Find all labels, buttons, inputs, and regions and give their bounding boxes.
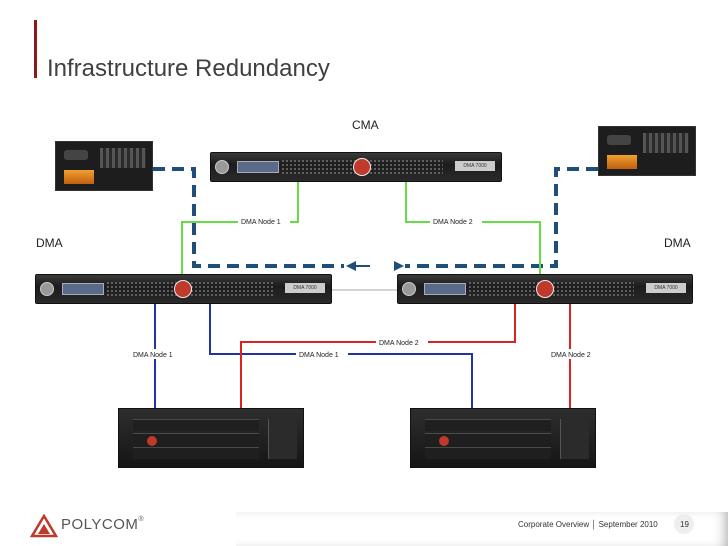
dashed-link-left	[153, 167, 344, 268]
dashed-link-right	[405, 167, 598, 268]
green-link-right	[405, 180, 541, 275]
mcu-left	[118, 408, 304, 468]
page-number: 19	[680, 520, 689, 529]
edge-label-green-left: DMA Node 1	[241, 219, 281, 226]
dma-server-right: DMA 7000	[397, 274, 693, 304]
slide-title: Infrastructure Redundancy	[47, 55, 330, 82]
polycom-logo-icon	[30, 514, 58, 538]
footer-text: Corporate Overview │ September 2010	[518, 520, 658, 529]
edge-label-blue-cross: DMA Node 1	[299, 352, 339, 359]
edge-label-green-right: DMA Node 2	[433, 219, 473, 226]
edge-label-red-right: DMA Node 2	[551, 352, 591, 359]
monitor-right	[598, 126, 696, 176]
dma-label-left: DMA	[36, 236, 63, 250]
cma-server: DMA 7000	[210, 152, 502, 182]
title-accent-bar	[34, 20, 37, 78]
footer-brand: POLYCOM®	[61, 516, 145, 533]
monitor-left	[55, 141, 153, 191]
arrowhead-right	[394, 261, 404, 271]
dma-server-left: DMA 7000	[35, 274, 332, 304]
page-number-badge	[674, 514, 694, 534]
arrowhead-left	[346, 261, 356, 271]
edge-label-blue-left: DMA Node 1	[133, 352, 173, 359]
green-link-left	[181, 180, 299, 275]
cma-label: CMA	[352, 118, 379, 132]
dma-label-right: DMA	[664, 236, 691, 250]
footer-band	[236, 512, 728, 546]
edge-label-red-cross: DMA Node 2	[379, 340, 419, 347]
mcu-right	[410, 408, 596, 468]
